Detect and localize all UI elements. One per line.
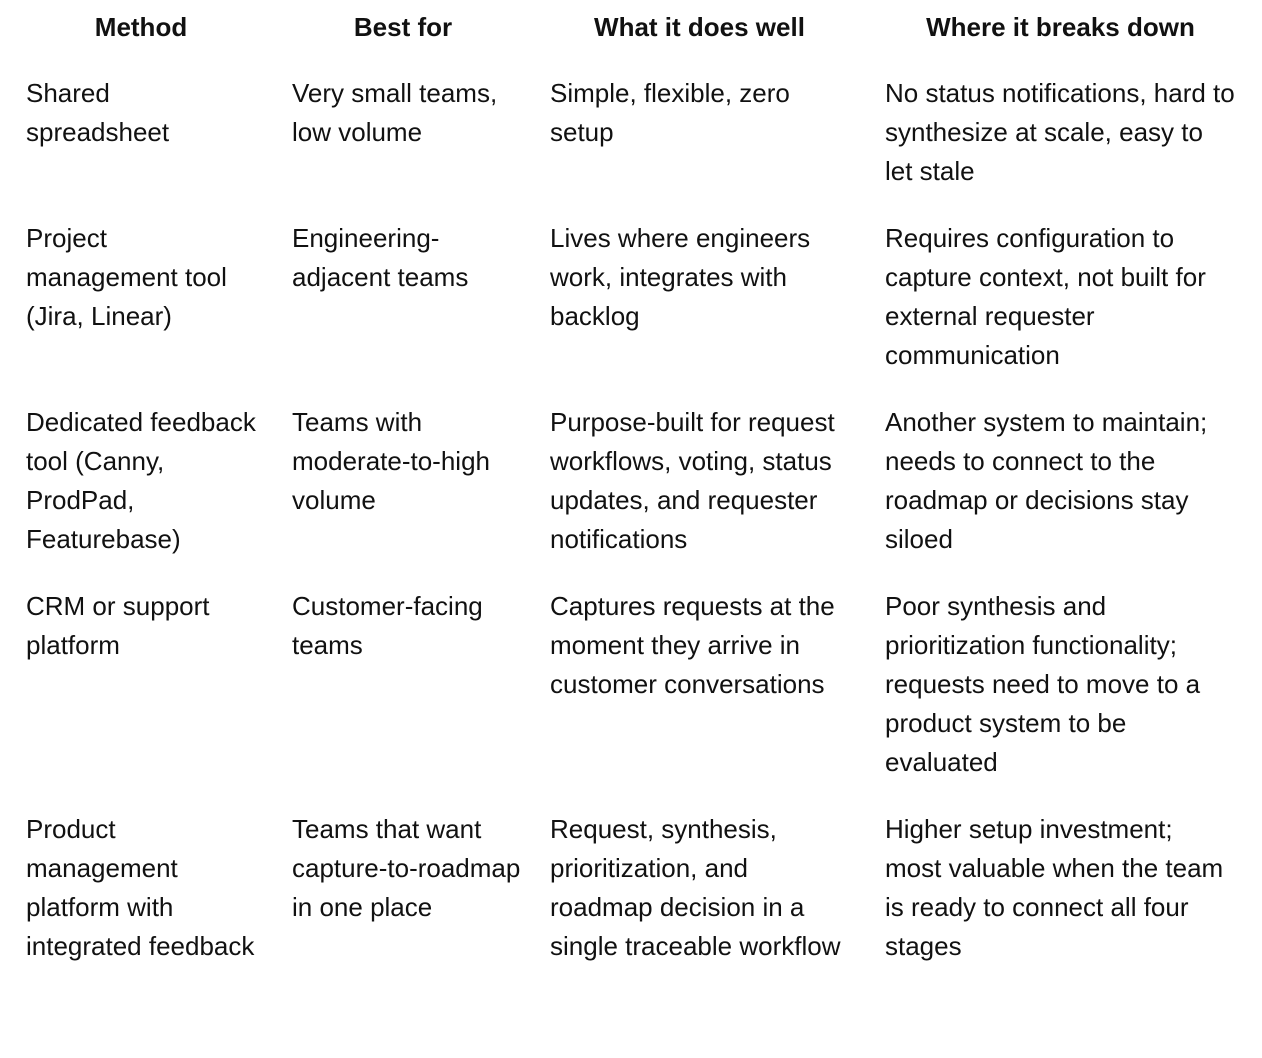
table-row: Product management platform with integra… (8, 792, 1254, 976)
cell-does-well: Lives where engineers work, integrates w… (550, 223, 811, 331)
cell-best-for: Customer-facing teams (292, 591, 483, 660)
cell-method: Project management tool (Jira, Linear) (26, 223, 227, 331)
cell-does-well: Simple, flexible, zero setup (550, 78, 790, 147)
cell-best-for: Teams with moderate-to-high volume (292, 407, 490, 515)
cell-breaks-down: Requires configuration to capture contex… (885, 223, 1206, 370)
cell-does-well: Request, synthesis, prioritization, and … (550, 814, 841, 961)
table-row: Dedicated feedback tool (Canny, ProdPad,… (8, 385, 1254, 569)
table-body: Shared spreadsheet Very small teams, low… (8, 56, 1254, 976)
header-does-well: What it does well (594, 12, 805, 42)
cell-does-well: Captures requests at the moment they arr… (550, 591, 835, 699)
cell-method: Shared spreadsheet (26, 78, 170, 147)
header-best-for: Best for (353, 12, 453, 42)
cell-best-for: Teams that want capture-to-roadmap in on… (292, 814, 521, 922)
cell-best-for: Very small teams, low volume (292, 78, 498, 147)
cell-breaks-down: Another system to maintain; needs to con… (885, 407, 1208, 554)
header-row: Method Best for What it does well Where … (8, 0, 1254, 56)
table-row: Shared spreadsheet Very small teams, low… (8, 56, 1254, 201)
table-row: Project management tool (Jira, Linear) E… (8, 201, 1254, 385)
table-row: CRM or support platform Customer-facing … (8, 569, 1254, 792)
table-header: Method Best for What it does well Where … (8, 0, 1254, 56)
header-method: Method (94, 12, 188, 42)
cell-best-for: Engineering-adjacent teams (292, 223, 469, 292)
cell-method: Product management platform with integra… (26, 814, 255, 961)
cell-does-well: Purpose-built for request workflows, vot… (550, 407, 835, 554)
cell-method: Dedicated feedback tool (Canny, ProdPad,… (26, 407, 256, 554)
cell-breaks-down: No status notifications, hard to synthes… (885, 78, 1235, 186)
cell-breaks-down: Higher setup investment; most valuable w… (885, 814, 1224, 961)
cell-method: CRM or support platform (26, 591, 210, 660)
cell-breaks-down: Poor synthesis and prioritization functi… (885, 591, 1201, 777)
comparison-table: Method Best for What it does well Where … (8, 0, 1254, 976)
header-breaks-down: Where it breaks down (926, 12, 1195, 42)
